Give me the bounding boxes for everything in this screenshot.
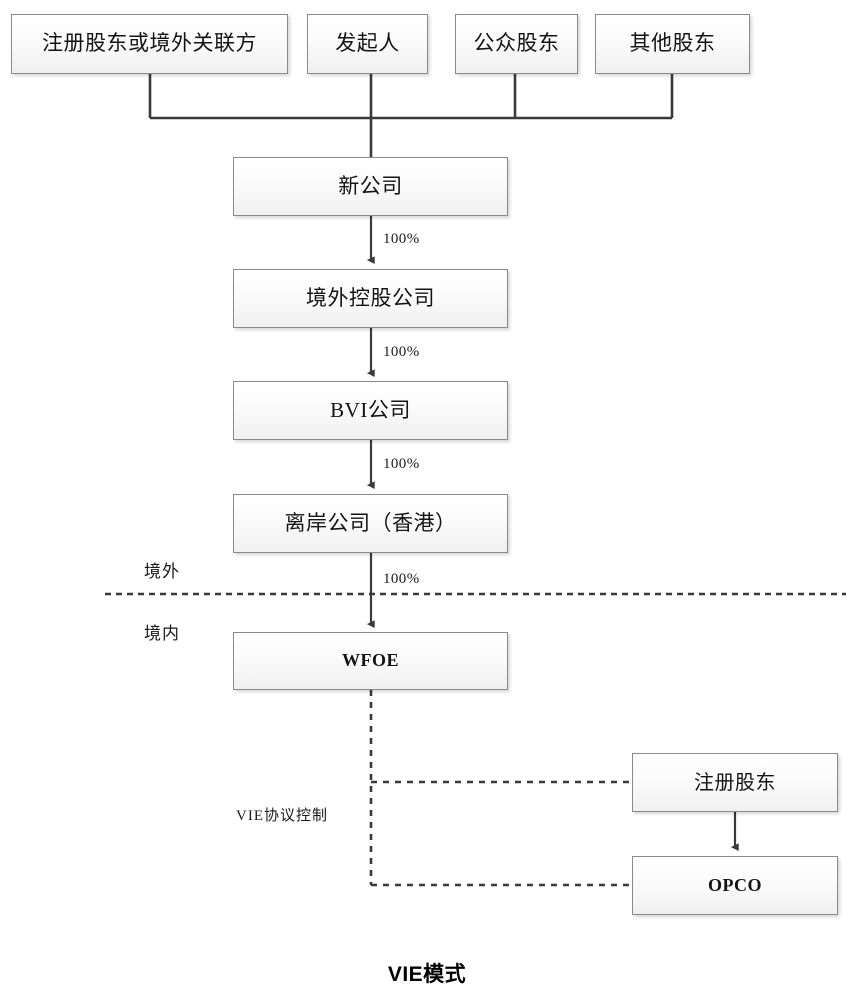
region-label-text: 境内 <box>144 624 180 643</box>
node-label: 公众股东 <box>473 31 560 56</box>
node-new-company[interactable]: 新公司 <box>233 157 508 216</box>
node-promoter[interactable]: 发起人 <box>307 14 428 74</box>
node-label: 注册股东 <box>694 771 776 794</box>
node-label: 新公司 <box>338 173 403 198</box>
ownership-label-offshore-holding-to-bvi: 100% <box>383 344 420 361</box>
node-label: BVI公司 <box>330 397 411 422</box>
region-label-onshore: 境内 <box>144 619 180 644</box>
ownership-value: 100% <box>383 231 420 247</box>
ownership-label-new-to-offshore-holding: 100% <box>383 231 420 248</box>
node-bvi-company[interactable]: BVI公司 <box>233 381 508 440</box>
ownership-label-offshore-hk-to-wfoe: 100% <box>383 571 420 588</box>
node-label: 离岸公司（香港） <box>284 510 457 535</box>
region-label-text: 境外 <box>144 562 180 581</box>
node-offshore-company-hk[interactable]: 离岸公司（香港） <box>233 494 508 553</box>
ownership-label-bvi-to-offshore-hk: 100% <box>383 456 420 473</box>
node-wfoe[interactable]: WFOE <box>233 632 508 690</box>
ownership-value: 100% <box>383 456 420 472</box>
node-registered-shareholder[interactable]: 注册股东 <box>632 753 838 812</box>
node-label: 发起人 <box>335 31 400 56</box>
node-label: 境外控股公司 <box>306 285 435 310</box>
node-label: 其他股东 <box>629 31 716 56</box>
ownership-value: 100% <box>383 344 420 360</box>
shareholder-bus <box>148 74 674 157</box>
vie-control-connectors <box>369 690 630 887</box>
vie-control-label: VIE协议控制 <box>236 804 328 825</box>
diagram-title: VIE模式 <box>0 958 854 988</box>
node-label: OPCO <box>708 874 762 895</box>
vie-control-label-text: VIE协议控制 <box>236 808 328 824</box>
node-label: 注册股东或境外关联方 <box>42 31 257 56</box>
node-label: WFOE <box>341 650 399 671</box>
diagram-title-text: VIE模式 <box>387 963 467 986</box>
node-public-shareholders[interactable]: 公众股东 <box>455 14 578 74</box>
node-offshore-holding-company[interactable]: 境外控股公司 <box>233 269 508 328</box>
ownership-value: 100% <box>383 571 420 587</box>
node-registered-or-offshore-affiliate[interactable]: 注册股东或境外关联方 <box>11 14 288 74</box>
node-other-shareholders[interactable]: 其他股东 <box>595 14 750 74</box>
region-label-offshore: 境外 <box>144 557 180 582</box>
node-opco[interactable]: OPCO <box>632 856 838 915</box>
